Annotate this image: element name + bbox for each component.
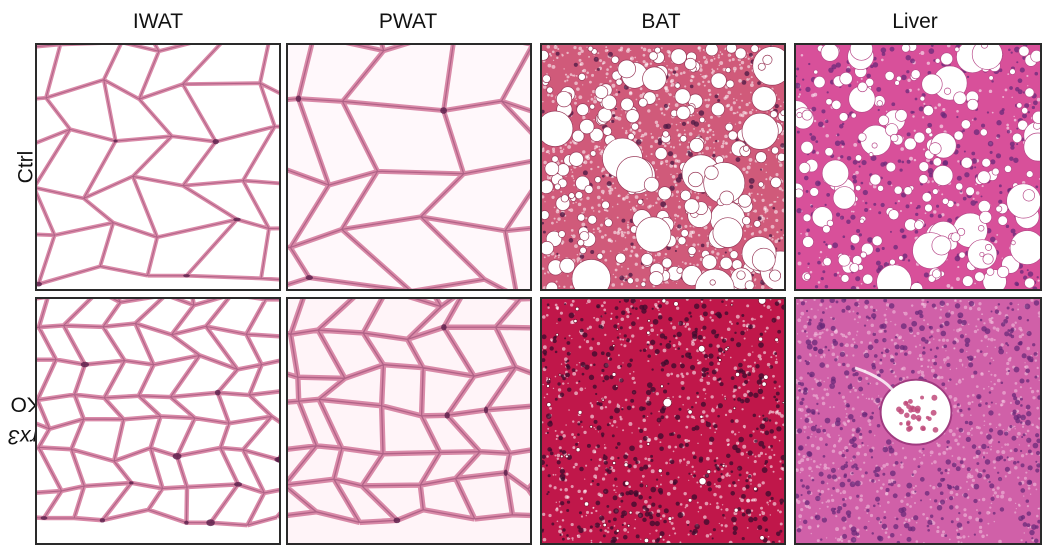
histology-image-bat-ctrl <box>542 45 784 289</box>
histology-image-liver-ko <box>796 299 1040 543</box>
panel-liver-ko <box>794 297 1042 545</box>
column-label-liver: Liver <box>892 10 938 33</box>
panel-iwat-ko <box>35 297 281 545</box>
column-label-iwat: IWAT <box>132 10 184 33</box>
panel-liver-ctrl <box>794 43 1042 291</box>
histology-image-bat-ko <box>542 299 784 543</box>
histology-image-iwat-ko <box>37 299 279 543</box>
column-label-bat: BAT <box>641 10 681 33</box>
row-label-irx3-ko: Irx3 KO <box>9 297 44 545</box>
panel-pwat-ctrl <box>286 43 532 291</box>
histology-image-pwat-ctrl <box>288 45 530 289</box>
histology-image-liver-ctrl <box>796 45 1040 289</box>
histology-image-pwat-ko <box>288 299 530 543</box>
panel-bat-ctrl <box>540 43 786 291</box>
row-label-ctrl: Ctrl <box>14 43 37 291</box>
panel-iwat-ctrl <box>35 43 281 291</box>
histology-image-iwat-ctrl <box>37 45 279 289</box>
panel-bat-ko <box>540 297 786 545</box>
panel-pwat-ko <box>286 297 532 545</box>
column-label-pwat: PWAT <box>378 10 438 33</box>
